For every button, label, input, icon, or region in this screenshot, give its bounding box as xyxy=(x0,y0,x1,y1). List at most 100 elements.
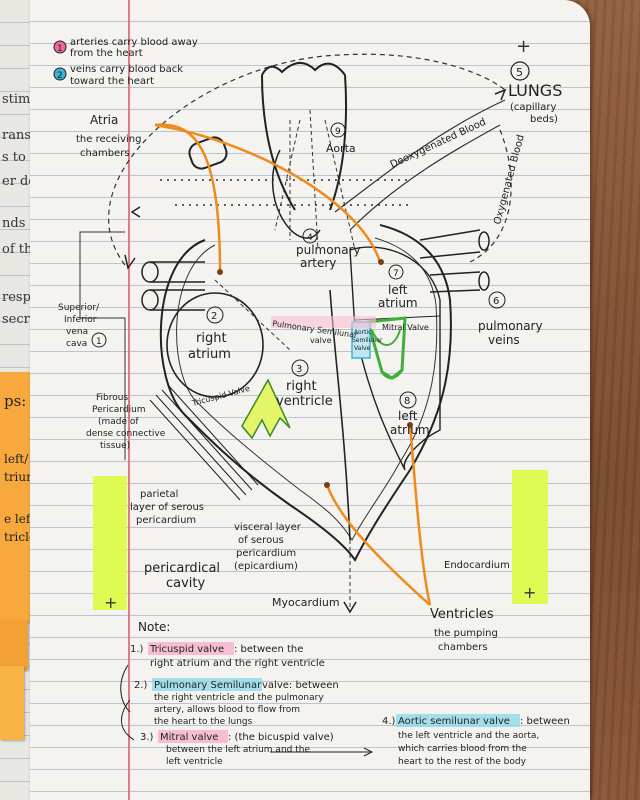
right-atrium-label: right xyxy=(196,331,227,346)
vena-cava-number: 1 xyxy=(96,337,102,347)
note-text: the right ventricle and the pulmonary xyxy=(154,693,324,703)
mitral-valve-label: Mitral Valve xyxy=(382,323,429,332)
pulmonary-artery-label: pulmonary xyxy=(296,243,361,257)
note-term: Aortic semilunar valve xyxy=(398,716,510,727)
myocardium-label: Myocardium xyxy=(272,596,340,609)
note-text: : between the xyxy=(234,644,303,655)
vessel-opening xyxy=(142,290,158,310)
note-text: which carries blood from the xyxy=(398,744,527,754)
visceral-label: (epicardium) xyxy=(234,561,298,572)
legend-text: from the heart xyxy=(70,48,143,59)
leader-dot xyxy=(324,482,330,488)
legend-text: arteries carry blood away xyxy=(70,37,198,48)
aortic-valve-label: Aortic xyxy=(354,329,371,336)
vessel-opening xyxy=(479,272,489,290)
vena-cava-label: Superior/ xyxy=(58,303,100,313)
plus-sign-icon: + xyxy=(104,593,117,612)
note-number: 4.) xyxy=(382,716,396,727)
parietal-label: parietal xyxy=(140,489,178,500)
vessel-opening xyxy=(479,232,489,250)
left-atrium-label: left xyxy=(388,283,408,297)
atria-title: Atria xyxy=(90,113,118,127)
parietal-label: layer of serous xyxy=(130,502,204,513)
endocardium-label: Endocardium xyxy=(444,560,510,571)
note-term: Tricuspid valve xyxy=(149,644,224,655)
right-atrium-label: atrium xyxy=(188,347,231,362)
atria-desc: the receiving xyxy=(76,134,141,145)
deoxygenated-label: Deoxygenated Blood xyxy=(389,117,488,171)
ventricles-desc: the pumping xyxy=(434,628,498,639)
ventricles-title: Ventricles xyxy=(430,607,494,622)
pulmonary-artery-number: 4 xyxy=(307,233,313,243)
left-ventricle-number: 8 xyxy=(404,396,410,407)
arrow-icon xyxy=(132,207,140,217)
atria-desc: chambers xyxy=(80,148,130,159)
note-text: heart to the rest of the body xyxy=(398,757,527,767)
note-number: 1.) xyxy=(130,644,144,655)
pulmonary-trunk xyxy=(273,150,320,238)
oxygenated-label: Oxygenated Blood xyxy=(492,134,527,226)
note-text: : (the bicuspid valve) xyxy=(228,732,334,743)
note-number: 3.) xyxy=(140,732,154,743)
note-text: the heart to the lungs xyxy=(154,717,253,727)
visceral-label: visceral layer xyxy=(234,522,302,533)
leader-dot xyxy=(378,259,384,265)
right-ventricle-label: ventricle xyxy=(276,394,333,409)
aortic-valve-label: Valve xyxy=(354,345,371,352)
fibrous-label: (made of xyxy=(98,417,139,427)
pulmonary-veins-label: veins xyxy=(488,333,520,347)
aorta-label: Aorta xyxy=(326,142,356,155)
note-text: right atrium and the right ventricle xyxy=(150,658,325,669)
pericardial-cavity-label: pericardical xyxy=(144,561,220,576)
note-connector xyxy=(121,700,134,740)
legend-text: toward the heart xyxy=(70,76,154,87)
ventricles-desc: chambers xyxy=(438,642,488,653)
leader-dot xyxy=(217,269,223,275)
note-text: left ventricle xyxy=(166,757,223,767)
valve-label: valve xyxy=(310,336,332,345)
pericardial-cavity-label: cavity xyxy=(166,576,206,591)
vena-cava-label: cava xyxy=(66,339,87,349)
visceral-label: pericardium xyxy=(236,548,296,559)
tricuspid-label: Tricuspid Valve xyxy=(190,384,251,408)
aorta-branches xyxy=(262,63,345,75)
right-ventricle-number: 3 xyxy=(296,364,302,375)
vessel-opening xyxy=(142,262,158,282)
plus-sign-icon: + xyxy=(516,36,531,57)
pulmonary-artery-label: artery xyxy=(300,256,336,270)
fibrous-label: Fibrous xyxy=(96,393,128,403)
note-text: artery, allows blood to flow from xyxy=(154,705,300,715)
note-connector xyxy=(121,665,130,712)
lungs-sub: beds) xyxy=(530,114,558,125)
lungs-number: 5 xyxy=(516,66,523,79)
legend-text: veins carry blood back xyxy=(70,64,183,75)
fibrous-label: dense connective xyxy=(86,429,166,439)
vena-cava-label: vena xyxy=(66,327,88,337)
left-atrium-label: atrium xyxy=(378,296,418,310)
visceral-label: of serous xyxy=(238,535,284,546)
aorta-number: 9 xyxy=(335,127,341,137)
sticky-tab-green-left xyxy=(93,476,127,610)
note-number: 2.) xyxy=(134,680,148,691)
deoxygenated-path-2 xyxy=(350,125,500,230)
fibrous-label: tissue) xyxy=(100,441,130,451)
notes-heading: Note: xyxy=(138,620,170,634)
vena-cava-label: Inferior xyxy=(64,315,97,325)
legend-number: 1 xyxy=(57,44,63,54)
fibrous-label: Pericardium xyxy=(92,405,146,415)
right-atrium-number: 2 xyxy=(211,311,217,322)
lungs-sub: (capillary xyxy=(510,102,556,113)
note-text: valve: between xyxy=(262,680,339,691)
pulmonary-veins-label: pulmonary xyxy=(478,319,543,333)
note-text: the left ventricle and the aorta, xyxy=(398,731,539,741)
note-term: Pulmonary Semilunar xyxy=(154,680,262,691)
note-term: Mitral valve xyxy=(160,732,218,743)
arrow-icon xyxy=(495,90,505,100)
pulmonary-veins-number: 6 xyxy=(493,296,499,307)
lungs-title: LUNGS xyxy=(508,81,562,100)
note-text: : between xyxy=(520,716,570,727)
legend-number: 2 xyxy=(57,71,63,81)
left-ventricle-label: left xyxy=(398,409,418,423)
left-ventricle-label: atrium xyxy=(390,423,430,437)
